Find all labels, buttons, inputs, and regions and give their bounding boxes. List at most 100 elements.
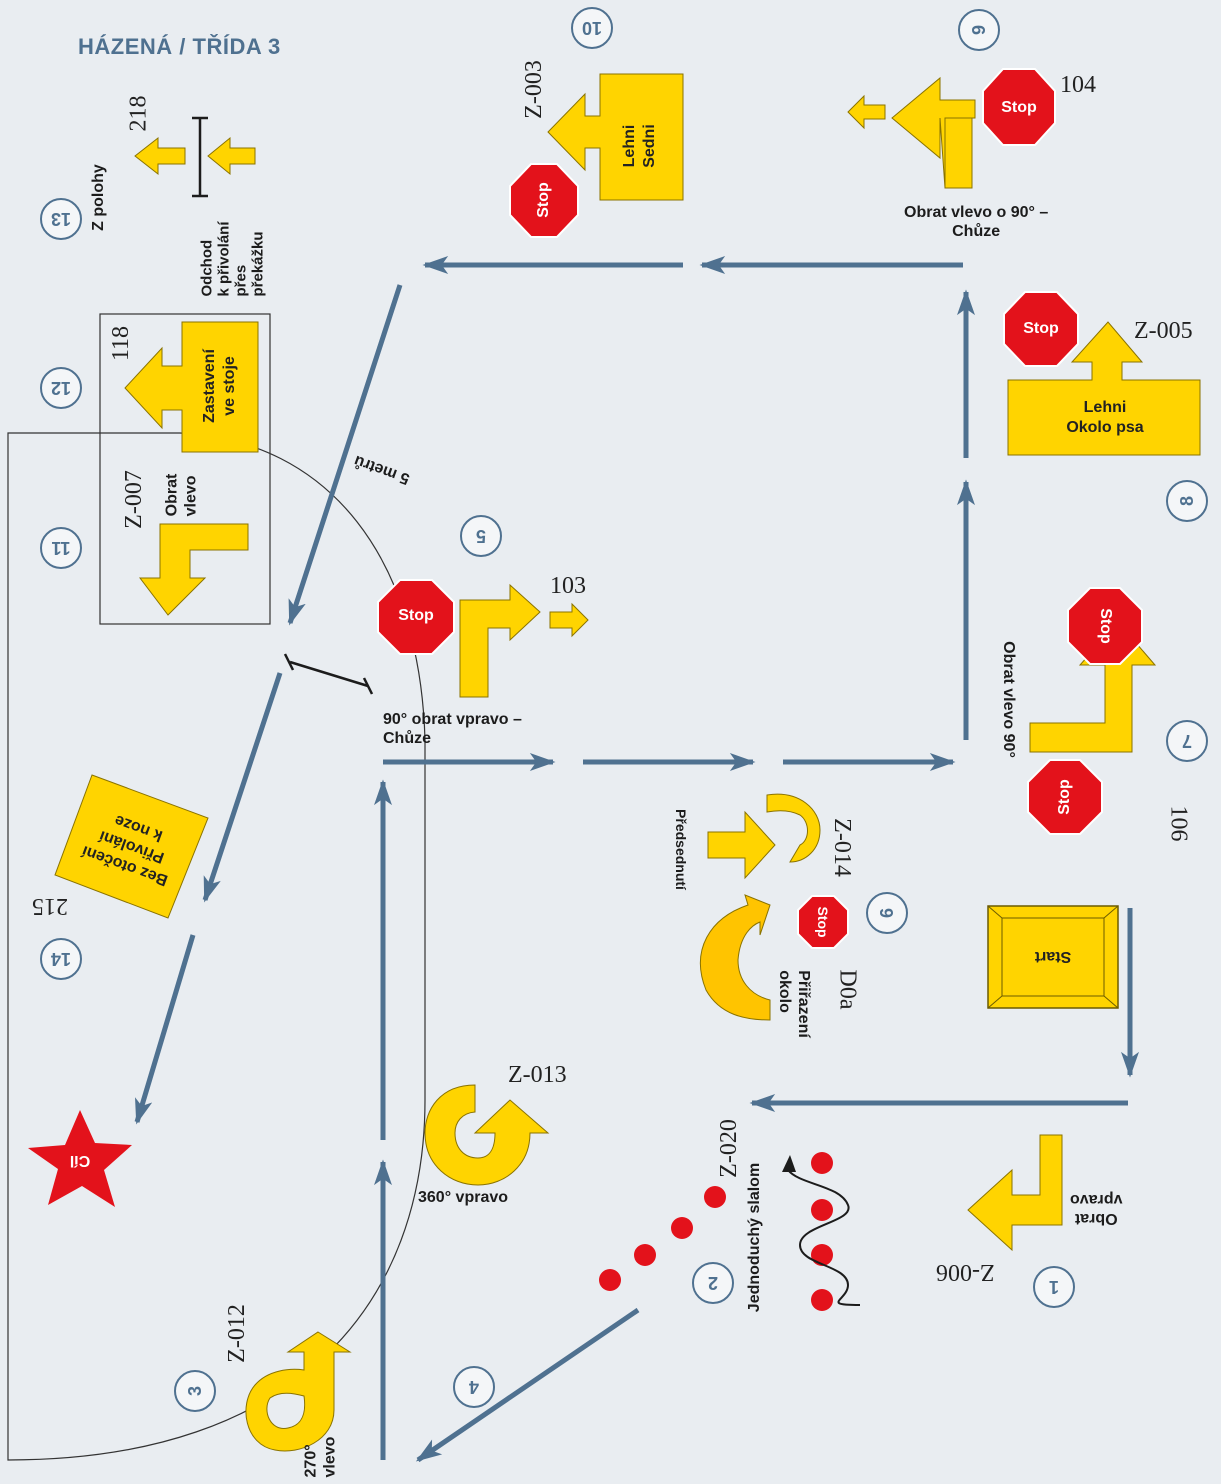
stop-label: Stop [1001,99,1037,116]
cone [599,1269,621,1291]
station-5-small-arrow [549,602,589,638]
cone [811,1152,833,1174]
station-number-3: 3 [174,1370,216,1412]
stop-label: Stop [398,607,434,624]
cone [811,1199,833,1221]
cone [671,1217,693,1239]
station-9-arrow [891,76,976,189]
station-number-6: 6 [866,892,908,934]
station-4-arrow [424,1084,550,1186]
obstacle [192,116,374,695]
station-7-code: 106 [1165,805,1192,842]
slalom-cones [599,1152,833,1311]
path-segment [287,284,403,626]
station-number-2: 2 [692,1262,734,1304]
station-number-1: 1 [1033,1266,1075,1308]
station-8-code: Z-005 [1134,318,1193,344]
station-6-arrow [707,810,776,880]
finish-label: Cíl [69,1152,91,1169]
station-9-label: Obrat vlevo o 90° –Chůze [904,204,1049,240]
station-11-12-box [99,313,271,625]
course-path [134,256,1139,1463]
station-4-code: Z-013 [508,1062,567,1088]
slalom-arrowhead [782,1155,796,1172]
station-number-11: 11 [40,527,82,569]
start-sign [987,905,1119,1009]
station-6-curve-arrow [700,894,771,1021]
stop-label: Stop [1056,779,1073,815]
station-7-label: Obrat vlevo 90° [999,641,1017,758]
station-number-14: 14 [40,938,82,980]
stop-signs [377,68,1143,949]
station-number-9: 9 [958,9,1000,51]
station-number-12: 12 [40,367,82,409]
station-14-sign [54,774,209,919]
stop-sign [1027,759,1103,835]
station-13-arrow-b [207,136,256,176]
station-9-small-arrow [847,94,886,130]
cone [634,1244,656,1266]
station-6-code: D0a [834,969,861,1010]
stop-label: Stop [535,182,552,218]
station-3-code: Z-012 [223,1304,250,1363]
station-number-7: 7 [1166,720,1208,762]
cone [811,1289,833,1311]
station-12-code: 118 [108,325,135,362]
station-10-sign [547,73,684,201]
station-number-4: 4 [453,1366,495,1408]
page-title: HÁZENÁ / TŘÍDA 3 [78,34,281,59]
station-13-label: Z polohy [89,164,107,231]
station-number-10: 10 [571,7,613,49]
station-number-8: 8 [1166,480,1208,522]
station-6-uturn [766,793,821,863]
station-number-13: 13 [40,198,82,240]
station-2-code: Z-020 [715,1119,742,1178]
station-13-arrow-a [134,136,186,176]
stop-label: Stop [1097,608,1114,644]
station-1-arrow [967,1134,1063,1252]
station-6-extra-code: Z-014 [828,818,855,877]
station-6-extra-label: Předsednutí [672,809,689,890]
stop-sign [377,579,455,655]
station-2-label: Jednoduchý slalom [746,1162,764,1313]
station-8-sign [1007,321,1201,456]
station-5-code: 103 [550,573,586,599]
finish-star [28,1110,132,1207]
path-segment [134,934,196,1125]
station-5-label: 90° obrat vpravo –Chůze [383,711,522,747]
path-segment [202,672,283,903]
station-3-arrow [245,1331,352,1452]
stop-label: Stop [1023,320,1059,337]
station-5-arrow [459,583,541,698]
stop-sign [982,68,1056,146]
cone [704,1186,726,1208]
finish-zone-outline [7,432,426,1461]
station-10-code: Z-003 [520,60,547,119]
station-number-5: 5 [460,515,502,557]
station-14-code: 215 [32,893,68,919]
stop-sign [1067,587,1143,665]
station-3-label: 270°vlevo [302,1436,339,1478]
stop-label: Stop [815,906,831,938]
start-label: Start [1034,948,1072,965]
station-1-code: Z-006 [936,1259,995,1285]
station-4-label: 360° vpravo [418,1189,509,1206]
cone [811,1244,833,1266]
station-11-code: Z-007 [120,470,147,529]
stop-sign [797,895,849,949]
path-segment [415,1307,640,1463]
station-12-sign [124,321,259,453]
station-9-code: 104 [1060,72,1096,98]
stop-sign [1003,291,1079,367]
stop-sign [509,163,579,238]
station-11-arrow [138,523,249,616]
